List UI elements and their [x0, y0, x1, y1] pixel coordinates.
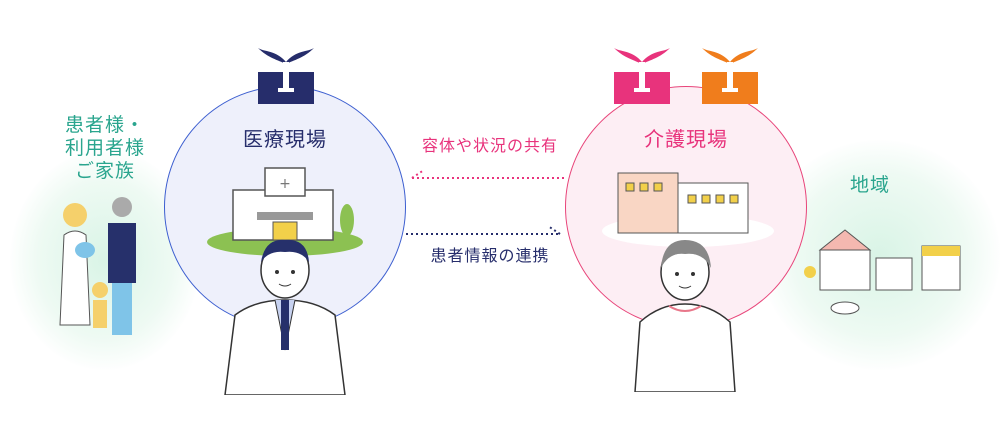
care-facility-illustration	[602, 172, 774, 247]
share-arrow-icon	[411, 169, 566, 179]
patient-info-label: 患者情報の連携	[430, 246, 550, 265]
care-title: 介護現場	[644, 127, 728, 151]
family-label-line: 患者様・	[64, 114, 145, 136]
doctor-illustration	[224, 239, 346, 395]
caregiver-illustration	[634, 240, 736, 392]
share-condition-label: 容体や状況の共有	[421, 136, 558, 155]
family-label-line: 利用者様	[64, 137, 145, 159]
family-label-line: ご家族	[74, 160, 135, 182]
care-logo-orange-icon	[702, 48, 758, 104]
svg-text:+: +	[279, 176, 291, 192]
medical-title: 医療現場	[243, 127, 327, 151]
town-illustration	[804, 229, 961, 315]
community-title: 地域	[849, 174, 890, 196]
medical-logo-icon	[258, 48, 314, 104]
family-illustration	[59, 197, 136, 335]
care-logo-pink-icon	[614, 48, 670, 104]
family-label: 患者様・ 利用者様 ご家族	[40, 114, 170, 183]
link-arrow-icon	[406, 225, 561, 235]
